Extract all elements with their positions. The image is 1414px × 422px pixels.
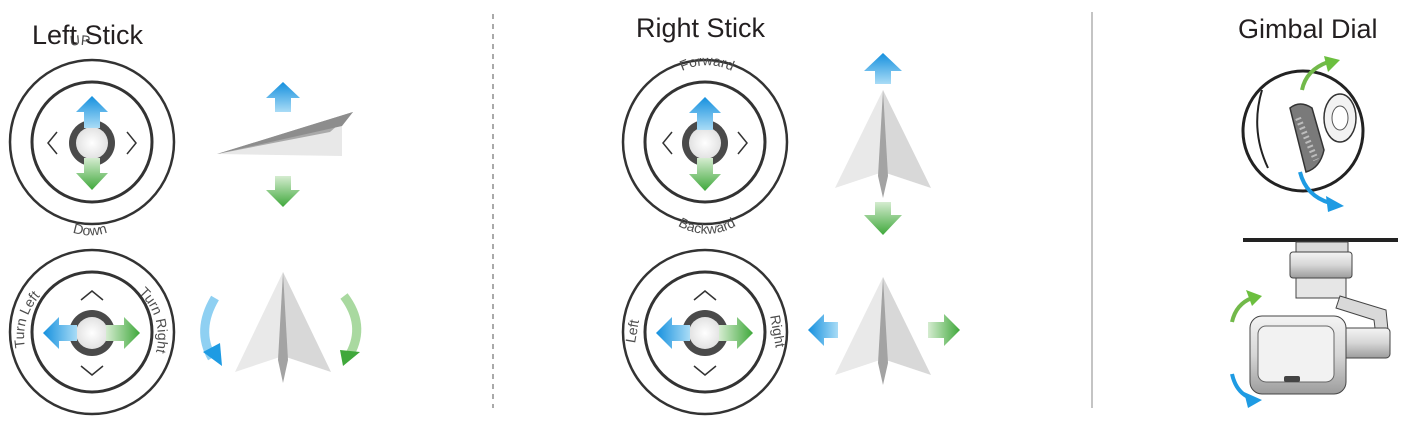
forward-arrow-icon	[689, 97, 721, 130]
right-stick-roll-diagram: Left Right	[621, 248, 789, 416]
plane-climb-illustration	[217, 82, 353, 207]
plane-down-arrow-icon	[266, 176, 300, 207]
plane-roll-illustration	[808, 277, 960, 385]
gimbal-dial-title: Gimbal Dial	[1238, 14, 1378, 44]
rotate-right-arrow-icon	[340, 350, 360, 366]
chevron-left-icon	[47, 131, 58, 155]
plane-yaw-illustration	[200, 272, 362, 383]
plane-forward-arrow-icon	[864, 53, 902, 84]
chevron-left-icon	[662, 131, 673, 155]
turn-left-arrow-icon	[43, 317, 77, 349]
chevron-right-icon	[737, 131, 748, 155]
tilt-down-arrow-icon	[1244, 392, 1262, 408]
left-arrow-icon	[656, 317, 690, 349]
plane-pitch-illustration	[835, 53, 931, 235]
gimbal-camera-illustration	[1230, 238, 1398, 408]
dial-up-arrow-icon	[1324, 56, 1340, 72]
left-stick-vertical-diagram: UP Down	[8, 32, 176, 239]
chevron-right-icon	[126, 131, 137, 155]
label-backward: Backward	[676, 214, 737, 237]
right-stick-title: Right Stick	[636, 13, 766, 43]
backward-arrow-icon	[689, 158, 721, 191]
up-arrow-icon	[76, 96, 108, 128]
left-stick-yaw-diagram: Turn Left Turn Right	[8, 248, 176, 416]
right-stick-pitch-diagram: Forward Backward	[621, 52, 789, 237]
chevron-down-icon	[693, 365, 717, 376]
gimbal-dial-closeup	[1241, 56, 1365, 212]
plane-right-arrow-icon	[928, 314, 960, 346]
chevron-up-icon	[80, 290, 104, 301]
rotate-left-arrow-icon	[203, 343, 222, 366]
label-up: UP	[69, 32, 91, 49]
down-arrow-icon	[76, 158, 108, 190]
label-left: Left	[622, 318, 642, 344]
left-stick-title: Left Stick	[32, 20, 144, 50]
turn-right-arrow-icon	[106, 317, 140, 349]
plane-left-arrow-icon	[808, 314, 838, 346]
plane-up-arrow-icon	[266, 82, 300, 112]
chevron-down-icon	[80, 365, 104, 376]
label-down: Down	[72, 220, 109, 239]
plane-backward-arrow-icon	[864, 202, 902, 235]
right-arrow-icon	[719, 317, 753, 349]
label-right: Right	[767, 314, 788, 349]
dial-down-arrow-icon	[1326, 196, 1344, 212]
chevron-up-icon	[693, 290, 717, 301]
tilt-up-arrow-icon	[1246, 290, 1262, 306]
